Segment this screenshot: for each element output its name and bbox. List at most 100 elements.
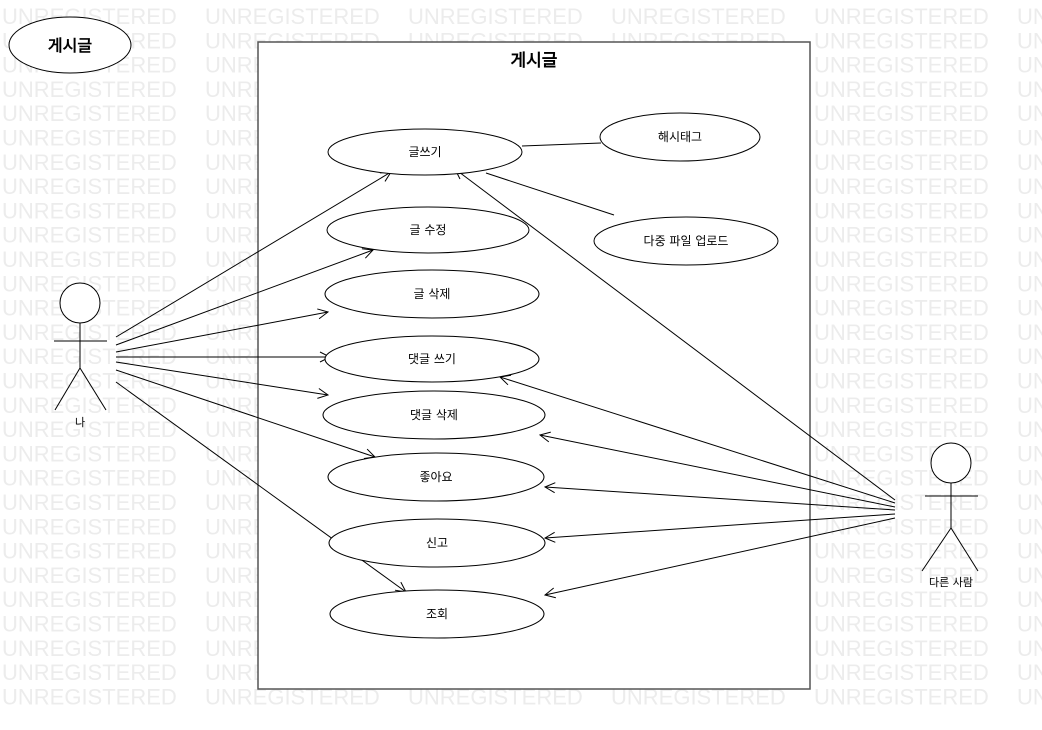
use-case-hashtag[interactable]: 해시태그 xyxy=(599,112,761,162)
watermark-text: UNREGISTERED xyxy=(1017,53,1042,78)
use-case-hashtag-label: 해시태그 xyxy=(658,130,702,144)
actor-other-label: 다른 사람 xyxy=(929,576,973,589)
watermark-text: UNREGISTERED xyxy=(2,684,177,709)
use-case-write[interactable]: 글쓰기 xyxy=(327,128,523,176)
use-case-multi-upload[interactable]: 다중 파일 업로드 xyxy=(593,216,779,266)
actor-me-label: 나 xyxy=(75,416,85,429)
watermark-text: UNREGISTERED xyxy=(1017,150,1042,175)
watermark-text: UNREGISTERED xyxy=(814,296,989,321)
watermark-text: UNREGISTERED xyxy=(814,490,989,515)
watermark-text: UNREGISTERED xyxy=(1017,684,1042,709)
watermark-text: UNREGISTERED xyxy=(2,441,177,466)
watermark-text: UNREGISTERED xyxy=(2,514,177,539)
use-case-view[interactable]: 조회 xyxy=(329,589,545,639)
watermark-text: UNREGISTERED xyxy=(1017,636,1042,661)
watermark-text: UNREGISTERED xyxy=(814,563,989,588)
watermark-text: UNREGISTERED xyxy=(814,539,989,564)
watermark-text: UNREGISTERED xyxy=(1017,466,1042,491)
watermark-text: UNREGISTERED xyxy=(814,126,989,151)
watermark-text: UNREGISTERED xyxy=(2,393,177,418)
watermark-text: UNREGISTERED xyxy=(814,684,989,709)
watermark-text: UNREGISTERED xyxy=(1017,223,1042,248)
assoc-me-delete xyxy=(115,312,328,353)
use-case-report[interactable]: 신고 xyxy=(328,518,546,568)
assoc-me-comment-delete xyxy=(115,361,328,395)
actor-other[interactable]: 다른 사람 xyxy=(921,442,979,589)
watermark-text: UNREGISTERED xyxy=(2,587,177,612)
watermark-text: UNREGISTERED xyxy=(1017,490,1042,515)
other-associations xyxy=(455,169,896,595)
watermark-text: UNREGISTERED xyxy=(814,344,989,369)
link-write-hashtag xyxy=(521,142,602,147)
watermark-text: UNREGISTERED xyxy=(1017,587,1042,612)
watermark-text: UNREGISTERED xyxy=(2,490,177,515)
watermark-text: UNREGISTERED xyxy=(2,466,177,491)
watermark-text: UNREGISTERED xyxy=(1017,660,1042,685)
assoc-other-like xyxy=(545,487,896,511)
watermark-text: UNREGISTERED xyxy=(1017,539,1042,564)
watermark-text: UNREGISTERED xyxy=(814,174,989,199)
watermark-text: UNREGISTERED xyxy=(814,587,989,612)
watermark-text: UNREGISTERED xyxy=(2,636,177,661)
actor-me[interactable]: 나 xyxy=(54,282,107,429)
watermark-text: UNREGISTERED xyxy=(814,150,989,175)
frame-label: 게시글 xyxy=(48,36,92,55)
watermark-text: UNREGISTERED xyxy=(1017,198,1042,223)
use-case-like[interactable]: 좋아요 xyxy=(327,452,545,502)
use-case-edit-label: 글 수정 xyxy=(410,223,447,237)
watermark-text: UNREGISTERED xyxy=(814,101,989,126)
watermark-text: UNREGISTERED xyxy=(1017,417,1042,442)
watermark-text: UNREGISTERED xyxy=(1017,174,1042,199)
assoc-me-write xyxy=(115,172,391,338)
watermark-text: UNREGISTERED xyxy=(1017,441,1042,466)
assoc-other-comment-write xyxy=(500,377,896,504)
watermark-text: UNREGISTERED xyxy=(2,247,177,272)
watermark-text: UNREGISTERED xyxy=(2,101,177,126)
watermark-text: UNREGISTERED xyxy=(814,198,989,223)
watermark-text: UNREGISTERED xyxy=(814,660,989,685)
watermark-text: UNREGISTERED xyxy=(814,223,989,248)
assoc-me-edit xyxy=(115,250,373,346)
use-case-like-label: 좋아요 xyxy=(419,470,452,484)
watermark-text: UNREGISTERED xyxy=(1017,28,1042,53)
use-case-write-label: 글쓰기 xyxy=(408,145,441,159)
watermark-text: UNREGISTERED xyxy=(814,77,989,102)
actor-other-head xyxy=(930,442,972,484)
assoc-other-report xyxy=(545,513,896,538)
watermark-text: UNREGISTERED xyxy=(814,320,989,345)
use-case-edit[interactable]: 글 수정 xyxy=(326,206,530,254)
frame-label-ellipse[interactable] xyxy=(8,16,132,74)
watermark-text: UNREGISTERED xyxy=(1017,101,1042,126)
watermark-text: UNREGISTERED xyxy=(408,4,583,29)
watermark-text: UNREGISTERED xyxy=(611,4,786,29)
watermark-text: UNREGISTERED xyxy=(1017,271,1042,296)
system-title: 게시글 xyxy=(511,51,558,71)
watermark-text: UNREGISTERED xyxy=(1017,369,1042,394)
use-case-multi-upload-label: 다중 파일 업로드 xyxy=(644,234,729,248)
assoc-other-write xyxy=(455,169,896,501)
watermark-text: UNREGISTERED xyxy=(1017,393,1042,418)
watermark-text: UNREGISTERED xyxy=(814,514,989,539)
watermark-text: UNREGISTERED xyxy=(2,223,177,248)
use-case-delete-label: 글 삭제 xyxy=(414,287,451,301)
use-case-comment-delete-label: 댓글 삭제 xyxy=(410,408,458,422)
watermark-text: UNREGISTERED xyxy=(1017,4,1042,29)
watermark-text: UNREGISTERED xyxy=(2,539,177,564)
use-case-comment-write-label: 댓글 쓰기 xyxy=(408,352,456,366)
watermark-text: UNREGISTERED xyxy=(2,77,177,102)
watermark-text: UNREGISTERED xyxy=(2,150,177,175)
use-case-report-label: 신고 xyxy=(426,536,448,550)
watermark-text: UNREGISTERED xyxy=(814,612,989,637)
watermark-text: UNREGISTERED xyxy=(1017,320,1042,345)
assoc-me-like xyxy=(115,369,375,457)
assoc-other-view xyxy=(545,517,896,595)
watermark-text: UNREGISTERED xyxy=(2,563,177,588)
watermark-text: UNREGISTERED xyxy=(814,393,989,418)
watermark-text: UNREGISTERED xyxy=(1017,514,1042,539)
use-case-comment-delete[interactable]: 댓글 삭제 xyxy=(322,390,546,440)
watermark-text: UNREGISTERED xyxy=(205,4,380,29)
use-case-comment-write[interactable]: 댓글 쓰기 xyxy=(324,335,540,383)
watermark-text: UNREGISTERED xyxy=(1017,296,1042,321)
use-case-delete[interactable]: 글 삭제 xyxy=(324,269,540,319)
